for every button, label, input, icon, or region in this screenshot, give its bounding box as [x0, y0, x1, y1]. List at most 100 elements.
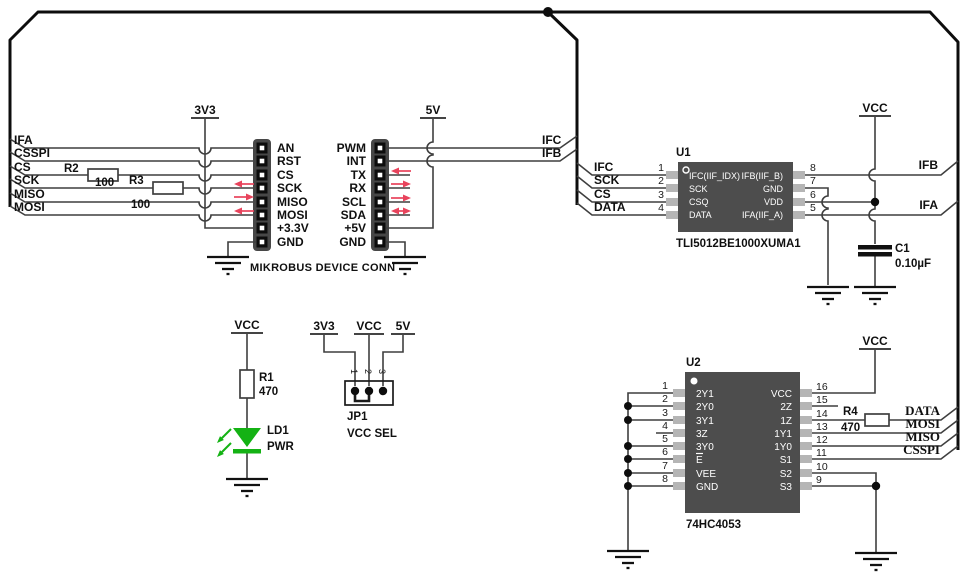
- u2-inner-3z: 3Z: [696, 429, 708, 440]
- u2-pin-number-13: 13: [816, 421, 828, 433]
- led-emission-arrows-icon: [217, 428, 232, 457]
- u2-section: 1 2 3 4 5 6 7 8 2Y1 2Y0: [605, 334, 959, 572]
- u1-net-sck: SCK: [594, 173, 620, 187]
- u1-section: IFC SCK CS DATA 1 2 3 4 IFC(IIF_IDX) SCK…: [576, 101, 959, 306]
- u2-pin-number-4: 4: [662, 420, 668, 432]
- jp1-net-vcc: VCC: [356, 319, 382, 333]
- resistor-r1: R1 470: [239, 369, 278, 399]
- mikrobus-pin-pwm: PWM: [337, 141, 366, 155]
- power-vcc-u2-label: VCC: [862, 334, 888, 348]
- jp1-section: 3V3 VCC 5V 1 2 3 JP1 VCC SEL: [310, 319, 415, 440]
- u1-pin-number-8: 8: [810, 162, 816, 174]
- u2-inner-1z: 1Z: [780, 416, 792, 427]
- power-vcc-label: VCC: [234, 318, 260, 332]
- mikrobus-left-header: AN RST CS SCK MISO MOSI +3.3V GND: [205, 139, 309, 276]
- header-pad: [256, 169, 268, 181]
- power-3v3-rail: 3V3: [191, 103, 256, 229]
- mikrobus-pin-sda: SDA: [341, 208, 367, 222]
- mikrobus-pin-gnd2: GND: [339, 235, 366, 249]
- mikrobus-pin-3v3: +3.3V: [277, 221, 309, 235]
- header-pad: [256, 155, 268, 167]
- u2-pin-number-8: 8: [662, 473, 668, 485]
- junction-dot: [624, 442, 632, 450]
- ground-icon: [853, 551, 899, 572]
- arrow-left-icon: [234, 180, 254, 188]
- chip-pad: [800, 482, 812, 490]
- chip-pad: [666, 198, 678, 206]
- jp1-jumper: [344, 380, 394, 406]
- header-pad: [374, 155, 386, 167]
- resistor-r4-ref: R4: [843, 406, 858, 418]
- u2-inner-vcc: VCC: [771, 389, 792, 400]
- resistor-r3-value: 100: [131, 199, 150, 211]
- u2-pin-number-16: 16: [816, 381, 828, 393]
- jp1-pin-number-2: 2: [363, 369, 373, 374]
- arrow-right-icon: [391, 180, 411, 188]
- resistor-r2-value: 100: [95, 177, 114, 189]
- bus-frame: [8, 7, 960, 450]
- u2-inner-e: E: [696, 455, 703, 466]
- led-cathode-bar: [233, 449, 261, 454]
- mikrobus-pin-5v: +5V: [344, 221, 366, 235]
- mikrobus-pin-cs: CS: [277, 168, 294, 182]
- chip-pad: [666, 171, 678, 179]
- net-label-miso: MISO: [14, 187, 45, 201]
- ground-icon: [852, 285, 898, 306]
- chip-pad: [673, 389, 685, 397]
- left-signal-wires: [9, 138, 256, 222]
- header-pad: [374, 182, 386, 194]
- junction-dot: [624, 402, 632, 410]
- mikrobus-pin-rst: RST: [277, 154, 302, 168]
- jp1-net-3v3: 3V3: [313, 319, 335, 333]
- u1-pin-number-2: 2: [658, 175, 664, 187]
- jp1-net-5v: 5V: [396, 319, 411, 333]
- direction-arrows-right-header: [391, 167, 411, 215]
- jp1-ref: JP1: [347, 411, 368, 423]
- mikrobus-pin-scl: SCL: [342, 195, 366, 209]
- resistor-r3: R3 100: [129, 175, 184, 211]
- chip-pad: [800, 429, 812, 437]
- header-pad: [256, 222, 268, 234]
- chip-pad: [673, 442, 685, 450]
- mikrobus-pin-int: INT: [347, 154, 367, 168]
- net-label-ifa-right: IFA: [919, 198, 938, 212]
- mikrobus-pin-tx: TX: [351, 168, 366, 182]
- chip-pad: [673, 429, 685, 437]
- u1-net-ifc: IFC: [594, 160, 614, 174]
- chip-pad: [673, 455, 685, 463]
- u2-inner-1y1: 1Y1: [774, 429, 792, 440]
- mikrobus-right-header: PWM INT TX RX SCL SDA +5V GND: [337, 139, 428, 276]
- pin1-marker-icon: [682, 166, 690, 174]
- u2-ref: U2: [686, 357, 701, 369]
- power-led-section: VCC R1 470 LD1 PWR: [217, 318, 295, 498]
- header-pad: [256, 182, 268, 194]
- u2-part-number: 74HC4053: [686, 519, 741, 531]
- u2-pin-number-3: 3: [662, 407, 668, 419]
- u2-pin-number-1: 1: [662, 380, 668, 392]
- chip-pad: [800, 442, 812, 450]
- u2-inner-vee: VEE: [696, 469, 716, 480]
- u1-pin-number-3: 3: [658, 189, 664, 201]
- u2-inner-3y1: 3Y1: [696, 416, 714, 427]
- u2-inner-s1: S1: [780, 455, 793, 466]
- chip-pad: [793, 184, 805, 192]
- header-pad: [256, 142, 268, 154]
- chip-pad: [793, 211, 805, 219]
- header-pad: [374, 169, 386, 181]
- direction-arrows-left-header: [234, 180, 254, 215]
- u2-pin-number-2: 2: [662, 393, 668, 405]
- u1-net-data: DATA: [594, 200, 626, 214]
- header-pad: [374, 222, 386, 234]
- arrow-left-icon: [234, 207, 254, 215]
- chip-pad: [800, 469, 812, 477]
- arrow-bidirectional-icon: [391, 207, 411, 215]
- mikrobus-pin-an: AN: [277, 141, 294, 155]
- jumper-shunt: [353, 395, 371, 403]
- ground-icon: [205, 255, 251, 276]
- u2-inner-1y0: 1Y0: [774, 442, 792, 453]
- ground-icon: [224, 477, 270, 498]
- ground-icon: [805, 285, 851, 306]
- u1-pin-number-1: 1: [658, 162, 664, 174]
- mikrobus-pin-gnd: GND: [277, 235, 304, 249]
- mikrobus-pin-rx: RX: [349, 181, 366, 195]
